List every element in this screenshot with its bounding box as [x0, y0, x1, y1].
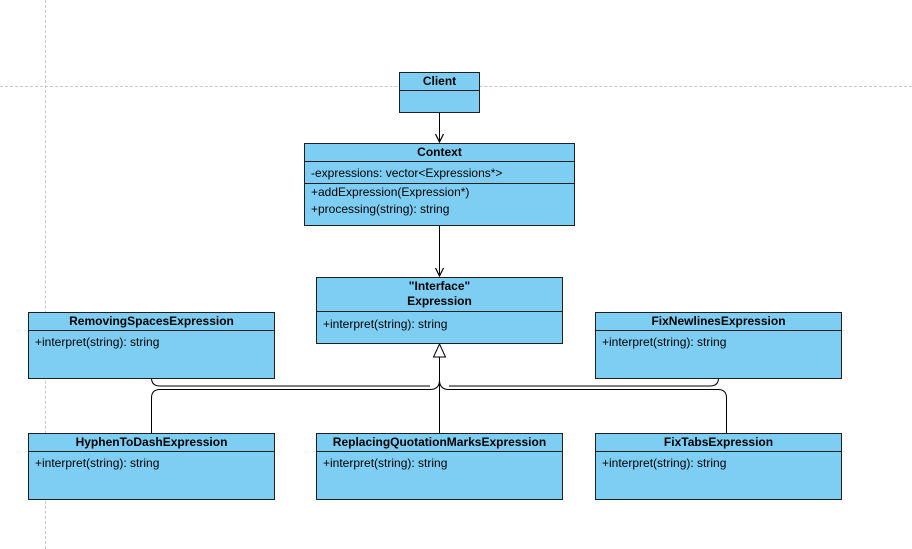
class-context-name: Context	[305, 144, 574, 162]
generalization-edges	[151, 357, 727, 433]
class-fix-tabs-expression[interactable]: FixTabsExpression +interpret(string): st…	[595, 433, 842, 500]
class-fix-newlines-expression[interactable]: FixNewlinesExpression +interpret(string)…	[595, 312, 842, 379]
edge-removing-spaces	[151, 377, 430, 387]
edge-hyphen-to-dash	[151, 379, 440, 433]
method: +interpret(string): string	[35, 456, 160, 470]
page-guide-vertical	[45, 0, 46, 549]
class-removing-spaces-expression[interactable]: RemovingSpacesExpression +interpret(stri…	[28, 312, 275, 379]
stereotype-label: "Interface"	[408, 279, 471, 293]
method: +interpret(string): string	[602, 456, 727, 470]
attribute: -expressions: vector<Expressions*>	[311, 166, 503, 180]
class-context[interactable]: Context -expressions: vector<Expressions…	[304, 143, 575, 226]
class-expression[interactable]: "Interface" Expression +interpret(string…	[316, 277, 563, 344]
class-fix-newlines-name: FixNewlinesExpression	[596, 313, 841, 331]
class-client-name: Client	[400, 73, 479, 91]
class-removing-spaces-name: RemovingSpacesExpression	[29, 313, 274, 331]
edge-fix-newlines	[449, 377, 719, 387]
class-replacing-quotation-marks-expression[interactable]: ReplacingQuotationMarksExpression +inter…	[316, 433, 563, 500]
method: +interpret(string): string	[35, 335, 160, 349]
class-hyphen-to-dash-expression[interactable]: HyphenToDashExpression +interpret(string…	[28, 433, 275, 500]
class-expression-header: "Interface" Expression	[317, 278, 562, 312]
class-expression-methods: +interpret(string): string	[317, 312, 562, 335]
class-context-attributes: -expressions: vector<Expressions*>	[305, 162, 574, 184]
edge-fix-tabs	[439, 379, 727, 433]
method: +interpret(string): string	[323, 456, 448, 470]
class-hyphen-to-dash-methods: +interpret(string): string	[29, 452, 274, 474]
class-hyphen-to-dash-name: HyphenToDashExpression	[29, 434, 274, 452]
class-client[interactable]: Client	[399, 72, 480, 113]
generalization-arrowhead	[432, 342, 447, 358]
method: +processing(string): string	[311, 202, 450, 216]
class-expression-name: Expression	[407, 294, 472, 308]
class-replacing-quotes-name: ReplacingQuotationMarksExpression	[317, 434, 562, 452]
class-replacing-quotes-methods: +interpret(string): string	[317, 452, 562, 474]
class-context-methods: +addExpression(Expression*) +processing(…	[305, 184, 574, 220]
method: +interpret(string): string	[323, 317, 448, 331]
method: +addExpression(Expression*)	[311, 185, 470, 199]
method: +interpret(string): string	[602, 335, 727, 349]
class-fix-tabs-methods: +interpret(string): string	[596, 452, 841, 474]
class-fix-newlines-methods: +interpret(string): string	[596, 331, 841, 353]
class-removing-spaces-methods: +interpret(string): string	[29, 331, 274, 353]
class-fix-tabs-name: FixTabsExpression	[596, 434, 841, 452]
